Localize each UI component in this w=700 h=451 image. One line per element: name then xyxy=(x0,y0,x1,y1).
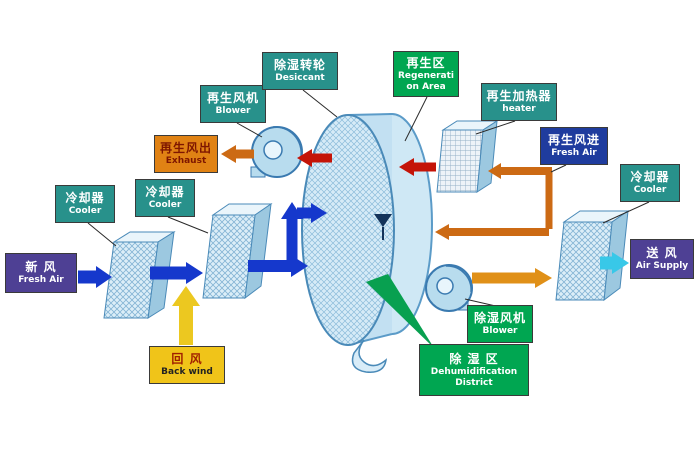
process-arrow-4-head xyxy=(311,203,327,223)
cooler-2-en: Cooler xyxy=(148,200,182,211)
regen-heater-en: heater xyxy=(502,104,536,115)
cooler-1-label: 冷却器 Cooler xyxy=(55,185,115,223)
connector-regen-inlet xyxy=(550,164,567,173)
regen-area-zh: 再生区 xyxy=(406,56,446,71)
fresh-air-in-label: 新 风 Fresh Air xyxy=(5,253,77,293)
air-supply-en: Air Supply xyxy=(635,261,689,272)
return-arrow-head xyxy=(172,286,200,306)
dehumid-blower-label: 除湿风机 Blower xyxy=(467,305,533,343)
dehumid-blower-en: Blower xyxy=(482,326,518,337)
dehumid-blower-hub xyxy=(436,277,454,295)
hot-arrow-heater-to-wheel-head xyxy=(399,158,414,176)
regen-area-label: 再生区 Regeneration Area xyxy=(393,51,459,97)
connector-heater xyxy=(475,120,516,135)
desiccant-wheel-label: 除湿转轮 Desiccant xyxy=(262,52,338,90)
process-arrow-2-head xyxy=(186,262,203,284)
regen-blower-en: Blower xyxy=(215,106,251,117)
connector-regen-blower xyxy=(236,122,263,138)
heater-front xyxy=(436,129,484,193)
regen-exhaust-label: 再生风出 Exhaust xyxy=(154,135,218,173)
wheel-rim-top-edge xyxy=(347,113,393,116)
cooler-unit-1 xyxy=(103,231,176,319)
cooler-2-zh: 冷却器 xyxy=(145,185,185,200)
cooler-3-label: 冷却器 Cooler xyxy=(620,164,680,202)
regen-blower-label: 再生风机 Blower xyxy=(200,85,266,123)
blower-to-cooler-arrow-head xyxy=(535,268,552,288)
back-wind-en: Back wind xyxy=(161,367,213,378)
supply-arrow-head xyxy=(612,252,629,274)
regen-blower-zh: 再生风机 xyxy=(206,91,259,106)
dehumid-area-label: 除 湿 区 Dehumidification District xyxy=(419,344,529,396)
back-wind-zh: 回 风 xyxy=(171,352,203,367)
connector-cooler-2 xyxy=(167,216,209,234)
return-air-arrow xyxy=(172,286,200,345)
regen-fresh-air-en: Fresh Air xyxy=(551,148,597,159)
regen-path-to-wheel-head xyxy=(435,224,449,240)
desiccant-wheel-graphic xyxy=(301,113,433,346)
dehumid-area-zh: 除 湿 区 xyxy=(449,352,499,367)
connector-regen-area xyxy=(404,96,428,142)
dehumid-blower-fan xyxy=(425,264,473,312)
desiccant-wheel-en: Desiccant xyxy=(275,73,325,84)
cooler-unit-2 xyxy=(202,202,273,300)
wheel-axis-marker xyxy=(374,214,392,227)
wheel-front-face xyxy=(301,114,395,346)
cooler-3-front xyxy=(555,221,613,301)
dehumid-blower-volute xyxy=(445,265,472,293)
regen-inlet-to-heater-arrow-head xyxy=(488,163,501,179)
dehumid-area-pointer xyxy=(366,274,434,348)
regen-exhaust-en: Exhaust xyxy=(165,156,207,167)
hot-air-arrows xyxy=(297,149,436,176)
desiccant-sheet-curl xyxy=(351,339,388,373)
hot-arrow-wheel-to-blower-head xyxy=(297,149,312,167)
cooler-3-zh: 冷却器 xyxy=(630,170,670,185)
process-arrow-1-head xyxy=(96,266,112,288)
regen-area-en: Regeneration Area xyxy=(398,71,454,92)
dehumid-area-en: Dehumidification District xyxy=(430,367,518,388)
fresh-air-in-zh: 新 风 xyxy=(25,260,57,275)
air-supply-label: 送 风 Air Supply xyxy=(630,239,694,279)
regen-fresh-air-zh: 再生风进 xyxy=(547,133,600,148)
cooler-1-zh: 冷却器 xyxy=(65,191,105,206)
connector-desiccant xyxy=(302,89,338,118)
regen-blower-volute xyxy=(272,126,302,157)
regen-fresh-air-label: 再生风进 Fresh Air xyxy=(540,127,608,165)
regen-heater-label: 再生加热器 heater xyxy=(481,83,557,121)
connector-cooler-3 xyxy=(602,201,650,224)
regen-blower-fan xyxy=(250,126,303,178)
regen-heater-unit xyxy=(436,120,499,193)
desiccant-wheel-zh: 除湿转轮 xyxy=(273,58,326,73)
connector-cooler-1 xyxy=(87,222,117,247)
cooler-2-front xyxy=(202,214,256,299)
air-supply-zh: 送 风 xyxy=(646,246,678,261)
regen-exhaust-zh: 再生风出 xyxy=(159,141,212,156)
supply-air-arrow xyxy=(600,252,629,274)
regen-heater-zh: 再生加热器 xyxy=(486,89,552,104)
process-air-arrows xyxy=(78,202,327,288)
cooler-1-front xyxy=(103,241,159,319)
fresh-air-in-en: Fresh Air xyxy=(18,275,64,286)
cooler-3-en: Cooler xyxy=(633,185,667,196)
dehumid-blower-zh: 除湿风机 xyxy=(473,311,526,326)
cooler-1-en: Cooler xyxy=(68,206,102,217)
regen-exhaust-arrow-head xyxy=(221,145,236,163)
label-connectors xyxy=(87,89,650,308)
regen-blower-hub xyxy=(263,140,283,160)
cooler-2-label: 冷却器 Cooler xyxy=(135,179,195,217)
back-wind-label: 回 风 Back wind xyxy=(149,346,225,384)
regen-air-arrows xyxy=(221,145,553,288)
